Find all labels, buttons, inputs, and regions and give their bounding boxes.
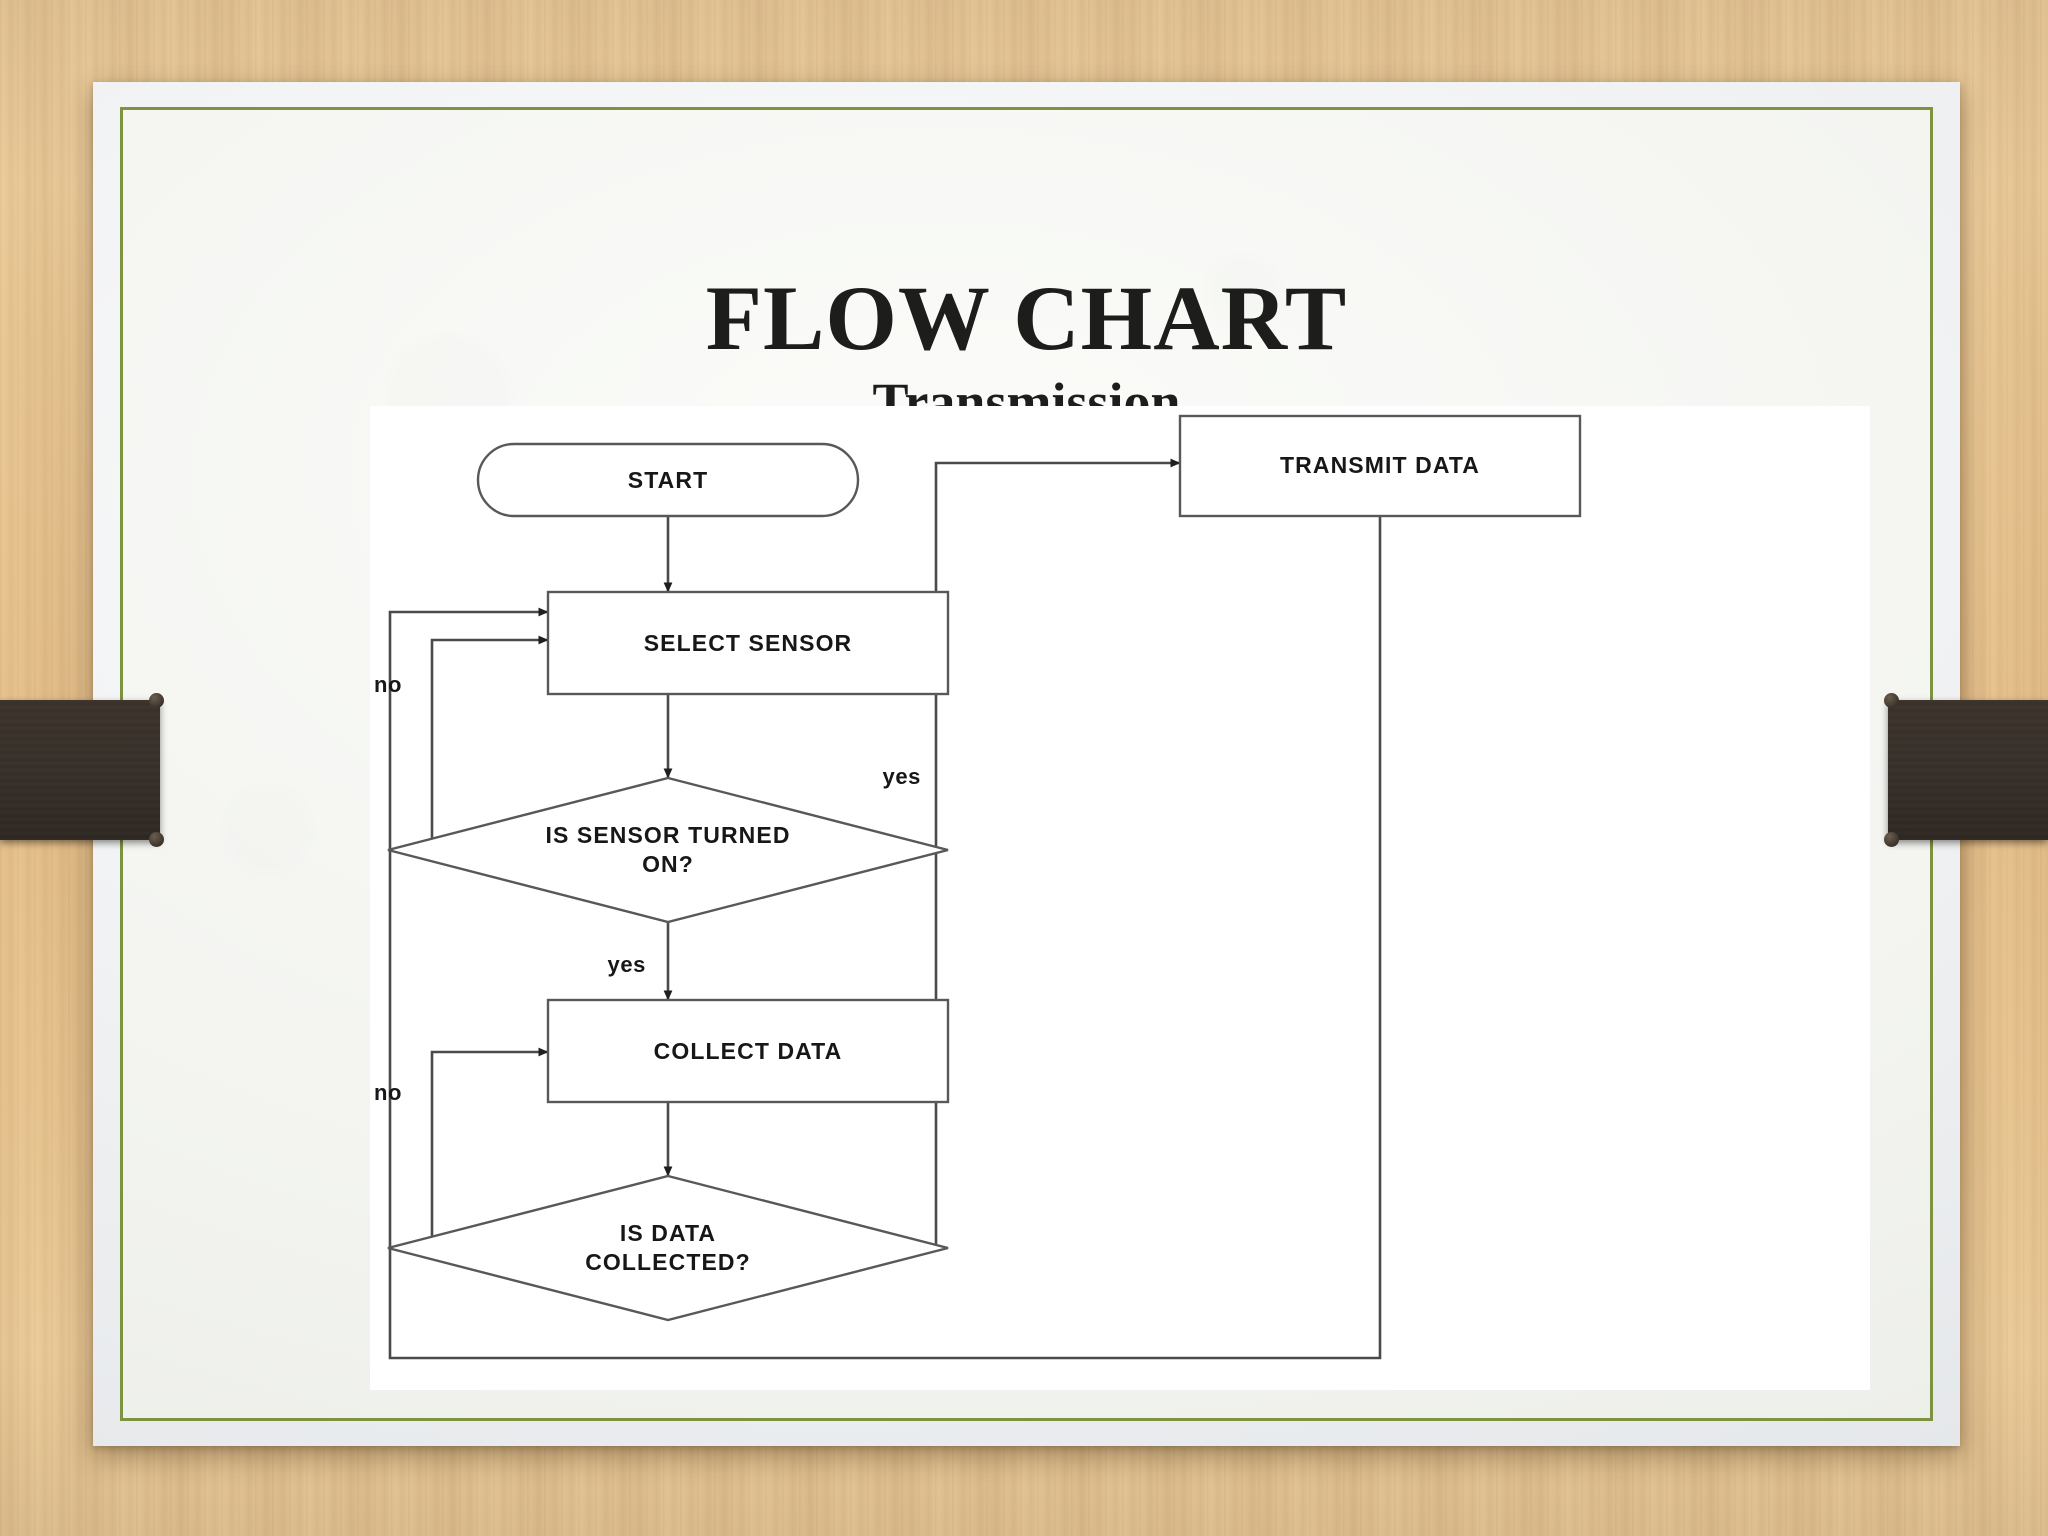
node-transmit-data-label: TRANSMIT DATA (1280, 452, 1480, 478)
flowchart-svg: START SELECT SENSOR IS SENSOR TURNED ON?… (374, 414, 1582, 1360)
node-sensor-question-line2: ON? (642, 851, 694, 877)
node-collect-data-label: COLLECT DATA (654, 1038, 843, 1064)
flowchart-image: START SELECT SENSOR IS SENSOR TURNED ON?… (370, 406, 1870, 1390)
node-select-sensor: SELECT SENSOR (546, 590, 950, 696)
edge-transmit-back-to-select (388, 516, 1382, 1360)
node-collect-data: COLLECT DATA (546, 998, 950, 1104)
edge-label-sensor-no: no (374, 672, 402, 697)
rivet-icon (1884, 832, 1899, 847)
rivet-icon (1884, 693, 1899, 708)
node-sensor-question-line1: IS SENSOR TURNED (545, 822, 790, 848)
node-start: START (476, 442, 860, 518)
node-sensor-question: IS SENSOR TURNED ON? (387, 776, 949, 924)
edge-label-data-no: no (374, 1080, 402, 1105)
node-transmit-data: TRANSMIT DATA (1178, 414, 1582, 518)
rivet-icon (149, 832, 164, 847)
edge-label-sensor-yes: yes (882, 764, 921, 789)
rivet-icon (149, 693, 164, 708)
node-data-question: IS DATA COLLECTED? (387, 1174, 949, 1322)
node-start-label: START (628, 467, 708, 493)
node-data-question-line2: COLLECTED? (585, 1249, 751, 1275)
node-select-sensor-label: SELECT SENSOR (644, 630, 853, 656)
edge-label-collect-yes: yes (607, 952, 646, 977)
node-data-question-line1: IS DATA (620, 1220, 716, 1246)
clipboard-clip-right (1884, 693, 2048, 847)
presentation-slide: FLOW CHART Transmission (93, 82, 1960, 1446)
page-title: FLOW CHART (705, 266, 1348, 369)
clipboard-clip-left (0, 693, 164, 847)
